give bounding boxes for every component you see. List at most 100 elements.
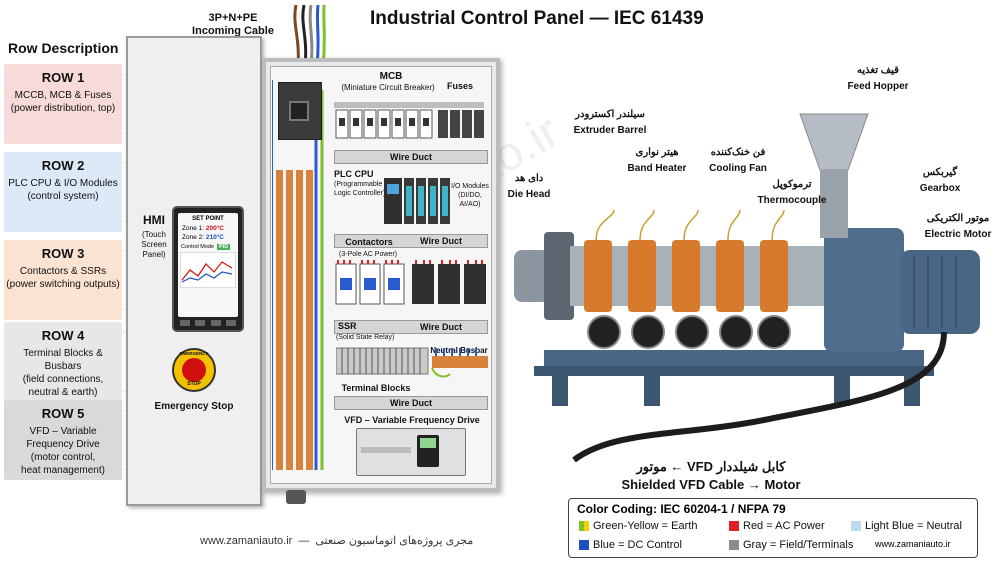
thermocouple-label-fa: ترموکوپل [772,179,812,190]
plc-subtitle: (Programmable Logic Controller) [334,180,390,198]
vfd-drive[interactable] [356,428,466,476]
legend-swatch [729,521,739,531]
hmi-button[interactable] [210,320,221,326]
contactors-title-text: Contactors [345,237,393,247]
wire-duct-label: Wire Duct [390,398,432,408]
cooling-fan-label-fa: فن خنک‌کننده [710,147,766,158]
row-description-heading: Row Description [8,40,119,56]
plc-title-text: PLC CPU [334,169,374,179]
row-desc: MCCB, MCB & Fuses (power distribution, t… [10,90,116,114]
zone1-value: 200°C [205,225,224,232]
main-breaker-mccb[interactable] [278,82,322,140]
extruder-machine [514,113,980,463]
set-point-title: SET POINT [192,216,224,222]
legend-label: Gray = Field/Terminals [743,539,854,551]
incoming-cable-type: 3P+N+PE [208,12,258,24]
cooling-fan [587,315,621,349]
contactors-subtitle: (3-Pole AC Power) [339,251,397,258]
vfd-keypad[interactable] [417,435,439,467]
contactors-title: Contactors [334,236,404,249]
footer-separator: — [298,534,310,547]
ssr-title: SSR [338,320,358,333]
plc-sub2: Logic Controller) [334,190,386,197]
mcb-title-text: MCB [379,71,403,82]
io-sub: (DI/DO, AI/AO) [458,192,482,208]
zone2-value: 210°C [205,234,224,241]
row-title: ROW 1 [41,70,85,85]
electric-motor-label-fa: موتور الکتریکی [926,213,990,224]
row-desc: PLC CPU & I/O Modules (control system) [8,178,118,202]
vfd-display [420,438,436,448]
control-mode-value[interactable]: PID [217,244,231,250]
thermocouple-wires [595,209,785,241]
mcb-breakers [335,109,433,139]
gearbox-label: Gearbox [919,183,961,194]
cooling-fan [719,315,753,349]
footer-site: www.zamaniauto.ir [200,534,293,547]
hmi-sublabel: (Touch Screen Panel) [130,230,178,260]
legend-swatch [729,540,739,550]
row-desc: Terminal Blocks & Busbars (field connect… [22,348,104,398]
hmi-buttons [180,320,236,328]
legend-label: Red = AC Power [743,520,825,532]
wire-duct-label: Wire Duct [420,322,462,332]
cable-gland [286,490,306,504]
cooling-fan [675,315,709,349]
band-heaters [584,240,788,312]
hmi-panel[interactable]: SET POINT Zone 1: 200°C Zone 2: 210°C Co… [172,206,244,332]
legend-label: Light Blue = Neutral [865,520,962,532]
cooling-fan [631,315,665,349]
hmi-screen[interactable]: SET POINT Zone 1: 200°C Zone 2: 210°C Co… [178,213,238,317]
terminal-block-row [336,347,488,378]
mccb-handle[interactable] [289,101,309,121]
band-heater-label: Band Heater [627,163,687,174]
emergency-stop-ring-text: EMERGENCY [179,351,209,356]
hmi-button[interactable] [195,320,206,326]
row-title: ROW 5 [41,406,85,421]
legend-item: Light Blue = Neutral [851,520,962,532]
legend-item: Red = AC Power [729,520,825,532]
hmi-sub2: Screen Panel) [141,240,167,259]
emergency-stop-cap[interactable] [182,358,206,382]
color-legend: Color Coding: IEC 60204-1 / NFPA 79 Gree… [568,498,978,558]
hmi-sub1: (Touch [141,230,166,239]
extruder-barrel-label-fa: سیلندر اکسترودر [575,109,645,120]
wire-duct-4: Wire Duct [334,396,488,410]
extruder-base-beam [544,350,924,366]
legend-item: Gray = Field/Terminals [729,539,853,551]
page-title: Industrial Control Panel — IEC 61439 [370,8,704,29]
row-desc: VFD – Variable Frequency Drive (motor co… [21,426,105,476]
band-heater [628,240,656,312]
extruder-leg [644,376,660,406]
thermocouple-label: Thermocouple [757,195,827,206]
cooling-fan-label: Cooling Fan [709,163,767,174]
hmi-button[interactable] [225,320,236,326]
legend-title: Color Coding: IEC 60204-1 / NFPA 79 [577,502,786,516]
wire-duct-2: Wire Duct [334,234,488,248]
band-heater-label-fa: هیتر نواری [635,147,679,158]
plc-sub1: (Programmable [334,181,383,188]
control-mode-label: Control Mode [181,244,215,250]
feed-hopper-label: Feed Hopper [847,81,909,92]
row-description-item: ROW 5 VFD – Variable Frequency Drive (mot… [4,400,122,480]
legend-item: Green-Yellow = Earth [579,520,697,532]
hmi-button[interactable] [180,320,190,326]
cooling-fan [757,315,791,349]
mcb-title: MCB [336,70,446,83]
mcb-subtitle: (Miniature Circuit Breaker) [341,83,435,92]
die-head-label: Die Head [507,189,551,200]
neutral-busbar-label: Neutral Busbar [430,346,488,355]
ssr-title-text: SSR [338,321,357,331]
cable-label: Shielded VFD Cable → Motor [621,477,801,492]
emergency-stop-button[interactable]: EMERGENCY STOP [172,348,216,392]
contactor-row [335,260,486,305]
row-title: ROW 3 [41,246,85,261]
legend-swatch [579,521,589,531]
fuse-holders [438,110,484,138]
zone1-label: Zone 1: [182,225,205,232]
wire-duct-1: Wire Duct [334,150,488,164]
cable-label-fa: کابل شیلددار VFD ← موتور [636,459,786,474]
shielded-vfd-cable [572,331,947,463]
